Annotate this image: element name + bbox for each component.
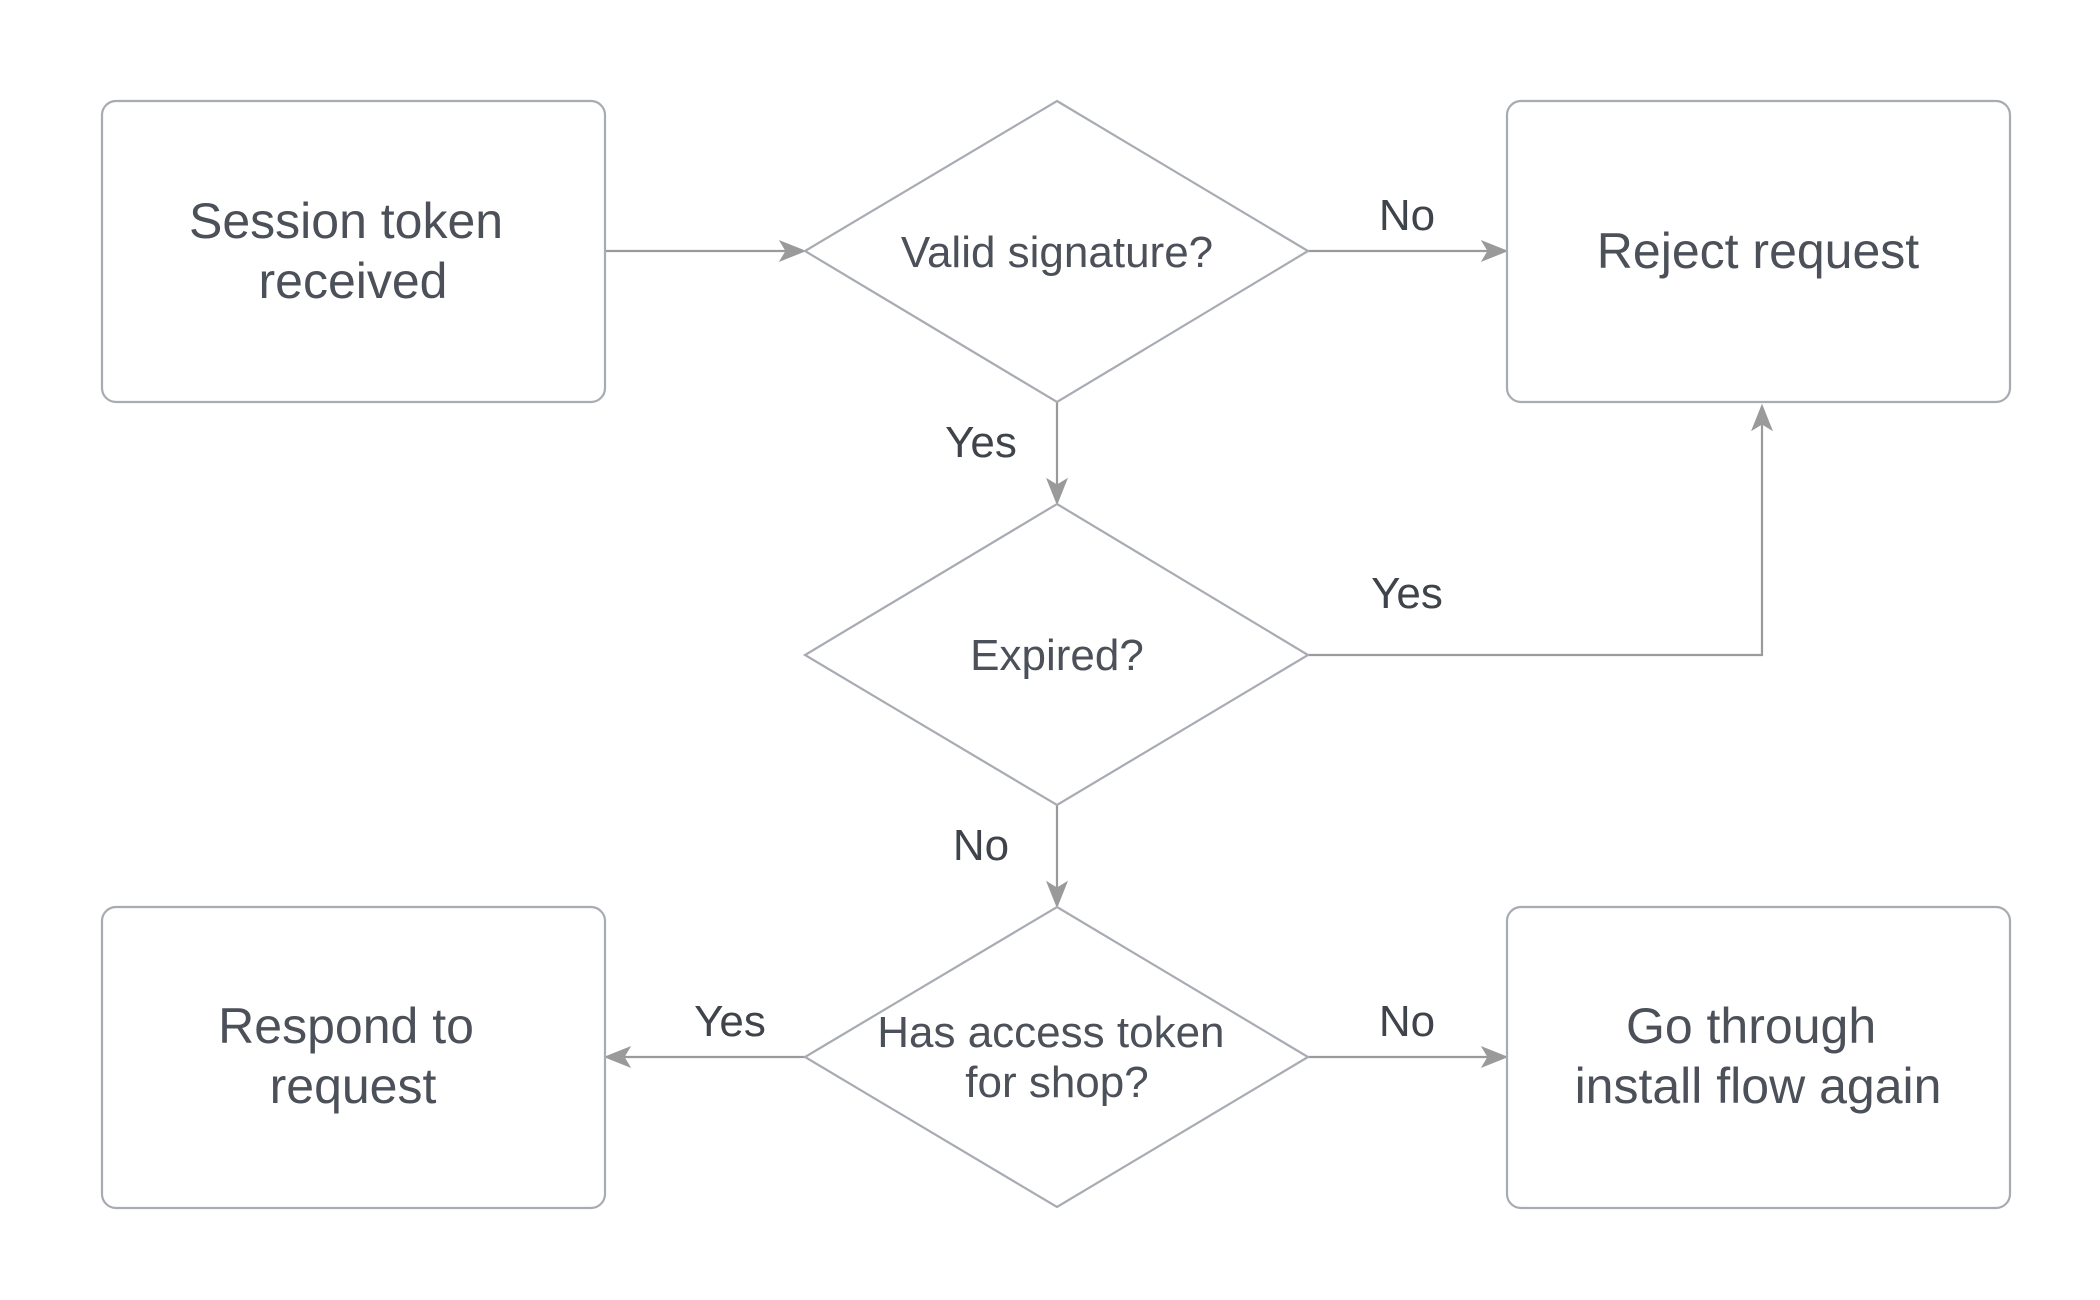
- label-signature-yes: Yes: [945, 418, 1017, 467]
- edge-access-no: [1308, 1045, 1509, 1069]
- label-expired-no: No: [953, 821, 1009, 870]
- svg-text:Has access token for sho: Has access token for shop?: [877, 1008, 1237, 1107]
- node-respond-line-1: Respond to: [218, 998, 474, 1054]
- label-access-yes: Yes: [694, 997, 766, 1046]
- label-expired-yes: Yes: [1371, 569, 1443, 618]
- svg-text:Expired?: Expired?: [970, 631, 1144, 680]
- node-expired-line-1: Expired?: [970, 631, 1144, 680]
- node-respond-line-2: request: [270, 1058, 437, 1114]
- node-expired: Expired?: [802, 502, 1311, 807]
- edge-expired-yes: [1308, 403, 1774, 657]
- node-reject-request-line-1: Reject request: [1597, 223, 1919, 279]
- node-session-token: Session token received: [100, 99, 607, 404]
- edge-signature-yes: [1045, 402, 1069, 506]
- label-signature-no: No: [1379, 191, 1435, 240]
- node-session-token-line-2: received: [259, 253, 448, 309]
- edge-access-yes: [603, 1045, 805, 1069]
- edge-signature-no: [1308, 239, 1509, 263]
- node-has-access-token-line-2: for shop?: [965, 1058, 1148, 1107]
- node-install-flow-line-1: Go through: [1626, 998, 1876, 1054]
- svg-text:Reject request: Reject request: [1597, 223, 1919, 279]
- node-install-flow-line-2: install flow again: [1575, 1058, 1942, 1114]
- node-valid-signature-line-1: Valid signature?: [901, 228, 1213, 277]
- node-reject-request: Reject request: [1505, 99, 2012, 404]
- svg-text:Session token received: Session token received: [189, 193, 517, 309]
- node-session-token-line-1: Session token: [189, 193, 503, 249]
- node-has-access-token-line-1: Has access token: [877, 1008, 1224, 1057]
- connectors: [603, 239, 1774, 1069]
- edge-expired-no: [1045, 805, 1069, 909]
- label-access-no: No: [1379, 997, 1435, 1046]
- node-has-access-token: Has access token for shop?: [802, 905, 1311, 1209]
- node-install-flow: Go through install flow again: [1505, 905, 2012, 1210]
- node-valid-signature: Valid signature?: [802, 99, 1311, 404]
- svg-text:Valid signature?: Valid signature?: [901, 228, 1213, 277]
- node-respond-to-request: Respond to request: [100, 905, 607, 1210]
- svg-text:Go through install flow: Go through install flow again: [1575, 998, 1942, 1114]
- edge-labels: No Yes Yes No Yes No: [694, 191, 1443, 1046]
- svg-text:Respond to request: Respond to request: [218, 998, 488, 1114]
- edge-session-to-signature: [605, 239, 807, 263]
